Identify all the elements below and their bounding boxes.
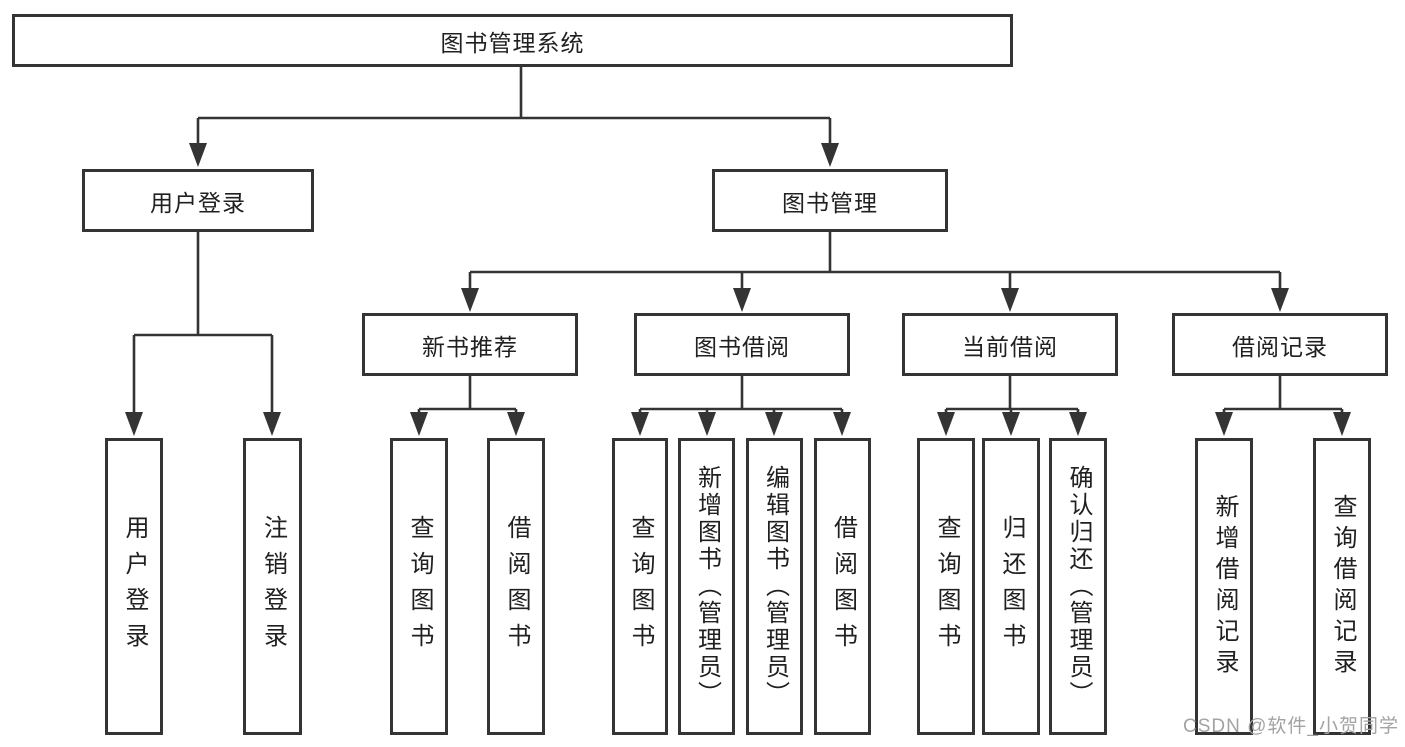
node-current-borrowing: 当前借阅 [902,313,1118,376]
leaf-edit-books-admin: 编辑图书（管理员） [746,438,803,735]
leaf-query-borrow-record: 查询借阅记录 [1313,438,1371,735]
leaf-logout: 注销登录 [243,438,302,735]
node-book-management: 图书管理 [712,169,948,232]
leaf-query-books-current: 查询图书 [917,438,975,735]
leaf-user-login: 用户登录 [105,438,163,735]
leaf-query-books-borrowing: 查询图书 [612,438,668,735]
node-library-system: 图书管理系统 [12,14,1013,67]
leaf-add-borrow-record: 新增借阅记录 [1195,438,1253,735]
leaf-return-books: 归还图书 [982,438,1040,735]
leaf-confirm-return-admin: 确认归还（管理员） [1049,438,1107,735]
csdn-watermark: CSDN @软件_小贺同学 [1183,716,1399,737]
leaf-add-books-admin: 新增图书（管理员） [678,438,735,735]
node-borrowing-records: 借阅记录 [1172,313,1388,376]
node-book-borrowing: 图书借阅 [634,313,850,376]
arrowheads [125,143,1351,436]
node-user-login: 用户登录 [82,169,314,232]
leaf-query-books-recommend: 查询图书 [390,438,448,735]
node-new-book-recommendation: 新书推荐 [362,313,578,376]
leaf-borrow-books-recommend: 借阅图书 [487,438,545,735]
leaf-borrow-books-borrowing: 借阅图书 [814,438,871,735]
